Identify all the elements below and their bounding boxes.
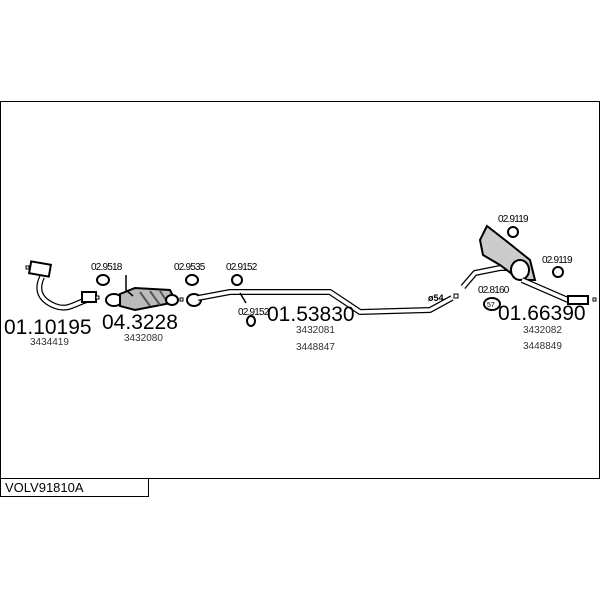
part-number-front-pipe: 01.10195	[4, 316, 92, 339]
part-number-rear-silencer: 01.66390	[498, 302, 586, 325]
front-pipe-drawing	[25, 260, 100, 311]
part-ref-middle-pipe-1: 3432081	[296, 325, 335, 336]
catalyst-drawing	[96, 274, 184, 312]
fitting-label-3: 02.9152	[226, 262, 258, 273]
fitting-label-6: 02.9119	[542, 255, 573, 266]
fitting-label-5: 02.9119	[498, 214, 529, 225]
fitting-label-1: 02.9518	[91, 262, 123, 273]
rear-silencer-drawing	[460, 224, 597, 311]
part-number-catalyst: 04.3228	[102, 311, 178, 334]
pipe-diameter-label: ø54	[428, 293, 444, 303]
part-ref-middle-pipe-2: 3448847	[296, 342, 335, 353]
part-ref-front-pipe: 3434419	[30, 337, 69, 348]
diagram-code: VOLV91810A	[0, 478, 149, 497]
part-number-middle-pipe: 01.53830	[267, 303, 355, 326]
fitting-label-7: 02.8160	[478, 285, 510, 296]
fitting-badge: 57	[487, 302, 495, 309]
part-ref-rear-silencer-2: 3448849	[523, 341, 562, 352]
part-ref-catalyst: 3432080	[124, 333, 163, 344]
fitting-label-2: 02.9535	[174, 262, 206, 273]
part-ref-rear-silencer-1: 3432082	[523, 325, 562, 336]
middle-pipe-drawing	[185, 274, 459, 327]
fitting-label-4: 02.9152	[238, 307, 270, 318]
